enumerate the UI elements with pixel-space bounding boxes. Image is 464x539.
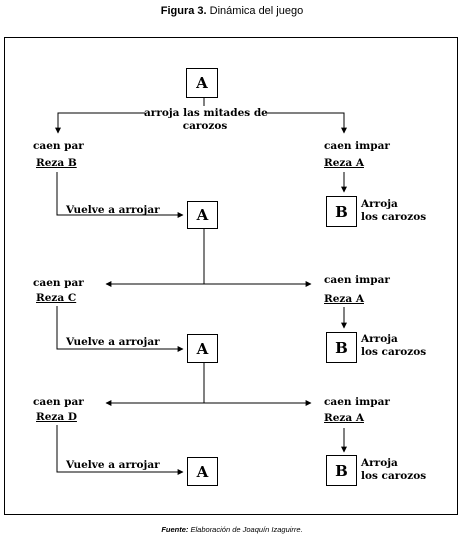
- row1-node-b: B: [326, 196, 357, 227]
- row2-arrow-label: Vuelve a arrojar: [66, 336, 160, 348]
- top-node-a: A: [186, 68, 218, 98]
- row3-right-reza: Reza A: [324, 412, 364, 424]
- row3-arrow-label: Vuelve a arrojar: [66, 459, 160, 471]
- row3-right-note: Arroja los carozos: [361, 457, 427, 482]
- row3-vuelve-arrow: [56, 425, 184, 475]
- row1-vuelve-arrow: [56, 172, 184, 218]
- row2-right-note: Arroja los carozos: [361, 333, 427, 358]
- row2-right-reza: Reza A: [324, 293, 364, 305]
- row1-right-title: caen impar: [324, 140, 390, 152]
- top-branch-left-arrow: [55, 112, 145, 134]
- figure-title: Figura 3. Dinámica del juego: [160, 5, 304, 17]
- row1-arrow-label: Vuelve a arrojar: [66, 204, 160, 216]
- row2-node-b: B: [326, 332, 357, 363]
- row2-left-title: caen par: [33, 277, 84, 289]
- row1-right-note: Arroja los carozos: [361, 198, 427, 223]
- top-branch-right-arrow: [265, 112, 347, 134]
- row3-node-a: A: [187, 457, 218, 486]
- row3-right-title: caen impar: [324, 396, 390, 408]
- diagram-frame: [4, 37, 458, 515]
- row3-left-reza: Reza D: [36, 411, 77, 423]
- row2-vuelve-arrow: [56, 306, 184, 352]
- row1-left-reza: Reza B: [36, 157, 77, 169]
- row3-left-title: caen par: [33, 396, 84, 408]
- row2-right-title: caen impar: [324, 274, 390, 286]
- row1-node-a: A: [187, 201, 218, 229]
- row1-right-reza: Reza A: [324, 157, 364, 169]
- row2-node-a: A: [187, 334, 218, 363]
- figure-source: Fuente: Elaboración de Joaquín Izaguirre…: [161, 525, 303, 534]
- row2-left-reza: Reza C: [36, 292, 77, 304]
- row1-left-title: caen par: [33, 140, 84, 152]
- top-action-label: arroja las mitades de carozos: [144, 107, 268, 132]
- row3-node-b: B: [326, 455, 357, 486]
